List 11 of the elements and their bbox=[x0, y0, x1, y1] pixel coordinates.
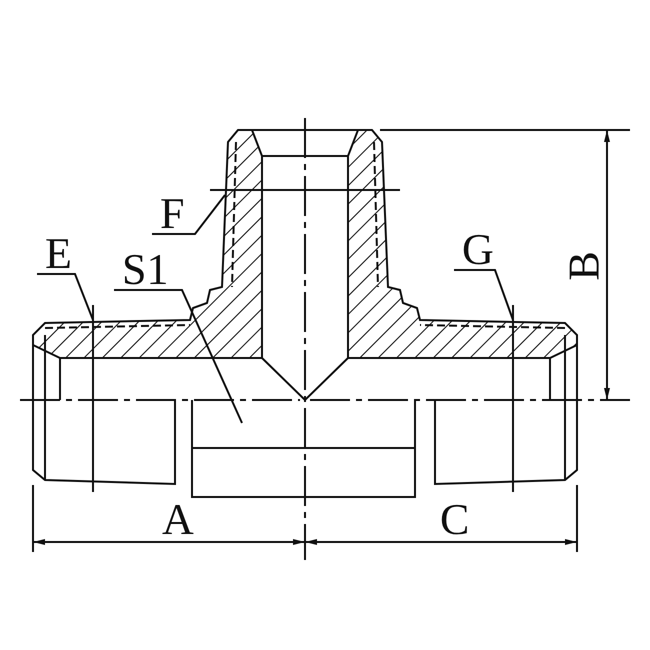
callout-letter: E bbox=[45, 236, 72, 272]
leader-line bbox=[37, 273, 94, 320]
callout-letter: G bbox=[462, 232, 494, 268]
dimension-label: B bbox=[566, 251, 603, 281]
leader-line bbox=[454, 269, 514, 320]
leader-line bbox=[114, 289, 243, 424]
leader-line bbox=[152, 194, 226, 235]
callout-letter: S1 bbox=[122, 252, 168, 288]
callout-letter: F bbox=[160, 196, 184, 232]
dimension-label: A bbox=[162, 502, 194, 538]
dimension-label: C bbox=[440, 502, 470, 538]
